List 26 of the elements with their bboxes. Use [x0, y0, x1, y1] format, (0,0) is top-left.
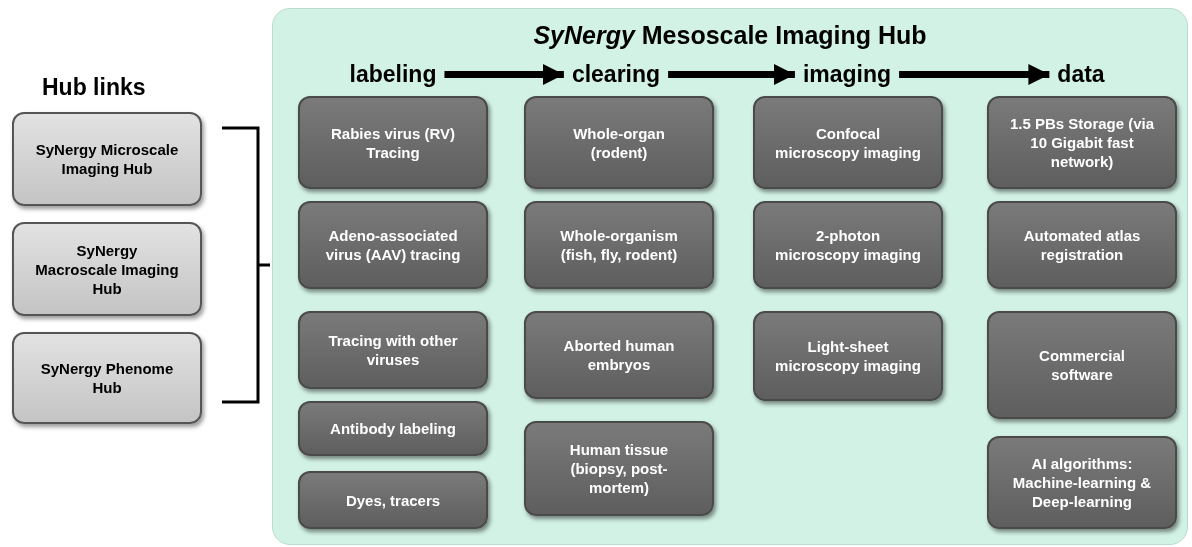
method-box: Aborted human embryos — [524, 311, 714, 399]
stage-heading: labeling — [349, 61, 437, 88]
method-box: Adeno-associated virus (AAV) tracing — [298, 201, 488, 289]
method-box: AI algorithms: Machine-learning & Deep-learning — [987, 436, 1177, 529]
method-box: Tracing with other viruses — [298, 311, 488, 389]
method-box: Human tissue (biopsy, post-mortem) — [524, 421, 714, 516]
stage-heading: imaging — [802, 61, 892, 88]
method-box: Commercial software — [987, 311, 1177, 419]
method-box: 1.5 PBs Storage (via 10 Gigabit fast network) — [987, 96, 1177, 189]
hub-panel — [272, 8, 1188, 545]
stage-heading: clearing — [571, 61, 661, 88]
hub-link-box: SyNergy Phenome Hub — [12, 332, 202, 424]
method-box: Automated atlas registration — [987, 201, 1177, 289]
method-box: Whole-organ (rodent) — [524, 96, 714, 189]
hub-link-box: SyNergy Macroscale Imaging Hub — [12, 222, 202, 316]
hub-link-box: SyNergy Microscale Imaging Hub — [12, 112, 202, 206]
stage-heading: data — [1057, 61, 1105, 88]
panel-title: SyNergy Mesoscale Imaging Hub — [532, 21, 928, 50]
method-box: Rabies virus (RV) Tracing — [298, 96, 488, 189]
method-box: Whole-organism (fish, fly, rodent) — [524, 201, 714, 289]
method-box: Dyes, tracers — [298, 471, 488, 529]
method-box: 2-photon microscopy imaging — [753, 201, 943, 289]
method-box: Antibody labeling — [298, 401, 488, 456]
method-box: Light-sheet microscopy imaging — [753, 311, 943, 401]
section-heading: Hub links — [42, 74, 146, 101]
method-box: Confocal microscopy imaging — [753, 96, 943, 189]
